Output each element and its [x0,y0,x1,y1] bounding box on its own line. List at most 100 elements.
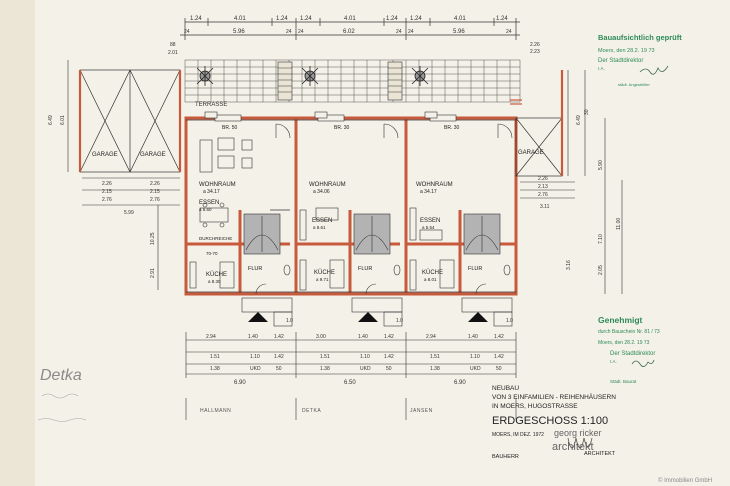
title-line-2: VON 3 EINFAMILIEN - REIHENHÄUSERN [492,393,616,401]
bottom-dim-r1-6: 1.42 [384,334,394,340]
plan-title: ERDGESCHOSS 1:100 [492,415,608,427]
stamp-bottom-line1: durch Bauschein Nr. 81 / 73 [598,329,660,335]
architekt-label: ARCHITEKT [584,451,616,457]
wc-fixtures [283,264,511,276]
entrance-arrow-2 [358,312,378,322]
architect-stamp: georg ricker architekt [552,428,602,453]
bottom-dim-r2-9: 1.42 [494,354,504,360]
left-dim-215a: 2.15 [102,189,112,195]
top-dim-left-1: 88 [170,42,176,48]
top-dim-6: 1.24 [386,16,398,22]
room-essen-1: ESSEN [199,200,219,206]
bottom-dim-r1-5: 1.40 [358,334,368,340]
left-dim-291: 2.91 [150,268,156,278]
top-dim-right-1: 2.26 [530,42,540,48]
room-kueche-2: KÜCHE [314,269,335,276]
top-dim-4: 1.24 [300,16,312,22]
title-line-1: NEUBAU [492,385,519,392]
bottom-dim-r3-2: UKD [250,366,261,372]
area-wohnraum-1: a 34.17 [203,189,220,195]
owner-hallmann: HALLMANN [200,408,231,414]
plant-icon-1 [196,66,214,86]
right-dim-30: 30 [584,109,590,115]
right-dim-276: 2.76 [538,192,548,198]
top-dim-small-1: 24 [184,29,190,35]
terrace-label: TERRASSE [195,102,227,108]
right-dim-213: 2.13 [538,184,548,190]
door-dim-1: 1.0 [286,318,293,324]
label-durchreiche: DURCHREICHE [199,236,232,241]
bottom-dim-r3-9: 50 [496,366,502,372]
top-dim-small-5: 24 [408,29,414,35]
label-7070: 70-70 [206,251,218,256]
bottom-dim-r1-7: 2.94 [426,334,436,340]
furniture-house-2 [299,207,345,291]
br-label-2: BR. 30 [334,125,350,131]
bottom-dim-r3-1: 1.38 [210,366,220,372]
top-dim-small-3: 24 [298,29,304,35]
bottom-dim-r3-6: 50 [386,366,392,372]
bottom-dim-r1-1: 2.94 [206,334,216,340]
plant-icon-3 [411,66,429,86]
stamp-top-line4: städt. Angestellter [618,82,650,87]
room-wohnraum-2: WOHNRAUM [309,182,346,188]
owner-detka: DETKA [302,408,321,414]
planter-icons [196,66,429,86]
area-essen-3: a 5.54 [422,225,435,230]
right-dim-316: 3.16 [566,260,572,270]
bottom-dim-r2-4: 1.51 [320,354,330,360]
area-wohnraum-2: a 34.06 [313,189,330,195]
right-dim-710: 7.10 [598,234,604,244]
top-dim-8: 4.01 [454,16,466,22]
bottom-dim-r3-7: 1.38 [430,366,440,372]
top-dim-total-3: 5.96 [453,29,465,35]
room-wohnraum-1: WOHNRAUM [199,182,236,188]
copyright-watermark: © Immobilien GmbH [658,477,712,484]
bottom-total-2: 6.50 [344,380,356,386]
stamp-top-title: Bauaufsichtlich geprüft [598,33,682,42]
top-dim-3: 1.24 [276,16,288,22]
owner-jansen: JANSEN [410,408,433,414]
br-label-1: BR. 50 [222,125,238,131]
bottom-total-1: 6.90 [234,380,246,386]
stamp-bottom-line2: Moers, den 28.2. 19 73 [598,340,650,346]
door-swings [255,123,513,295]
right-dim-311: 3.11 [540,204,550,210]
stamp-bottom-line4: I.A. [610,359,617,364]
furniture-house-3 [409,207,455,291]
area-kueche-3: a 8.01 [424,277,437,282]
left-dim-226a: 2.26 [102,181,112,187]
top-dim-5: 4.01 [344,16,356,22]
bottom-dim-r3-4: 1.38 [320,366,330,372]
bottom-dim-r1-2: 1.40 [248,334,258,340]
room-flur-2: FLUR [358,266,372,272]
entrance-arrow-1 [248,312,268,322]
garage-label-2: GARAGE [140,152,166,158]
title-line-3: IN MOERS, HUGOSTRASSE [492,403,578,410]
left-dim-599: 5.99 [124,210,134,216]
door-dim-3: 1.0 [506,318,513,324]
top-dim-7: 1.24 [410,16,422,22]
stamp-top-line3: I.A. [598,66,605,71]
room-essen-3: ESSEN [420,218,440,224]
area-kueche-1: a 8.30 [208,279,221,284]
left-dim-601: 6.01 [60,115,66,125]
stamp-bottom-line3: Der Stadtdirektor [610,351,655,357]
terrace-steps [277,61,403,101]
bottom-dim-r2-2: 1.10 [250,354,260,360]
top-dim-total-2: 6.02 [343,29,355,35]
room-essen-2: ESSEN [312,218,332,224]
bottom-dim-r1-4: 3.00 [316,334,326,340]
right-dim-1100: 11.00 [616,218,622,230]
right-dim-226: 2.26 [538,176,548,182]
bottom-dim-r1-8: 1.40 [468,334,478,340]
room-flur-1: FLUR [248,266,262,272]
bottom-dim-r3-8: UKD [470,366,481,372]
top-dim-small-6: 24 [506,29,512,35]
plan-date: MOERS, IM DEZ. 1972 [492,432,544,438]
top-dim-small-4: 24 [396,29,402,35]
top-dimension-lines [180,18,520,40]
furniture-house-1 [189,137,253,289]
bottom-dim-r1-3: 1.42 [274,334,284,340]
